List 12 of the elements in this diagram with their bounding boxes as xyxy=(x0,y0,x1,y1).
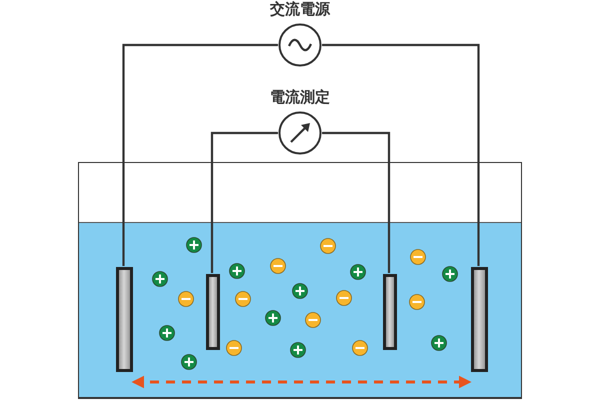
wire xyxy=(322,44,480,266)
wire xyxy=(122,44,278,266)
wire xyxy=(210,132,278,273)
tank xyxy=(78,162,522,399)
electrode xyxy=(471,267,488,372)
electrode xyxy=(116,267,133,372)
wire xyxy=(322,132,390,273)
electrode xyxy=(383,274,397,350)
double-arrow xyxy=(131,376,472,388)
electrode xyxy=(206,274,220,350)
symbol-label: 電流測定 xyxy=(270,88,330,106)
symbol-label: 交流電源 xyxy=(270,0,330,18)
